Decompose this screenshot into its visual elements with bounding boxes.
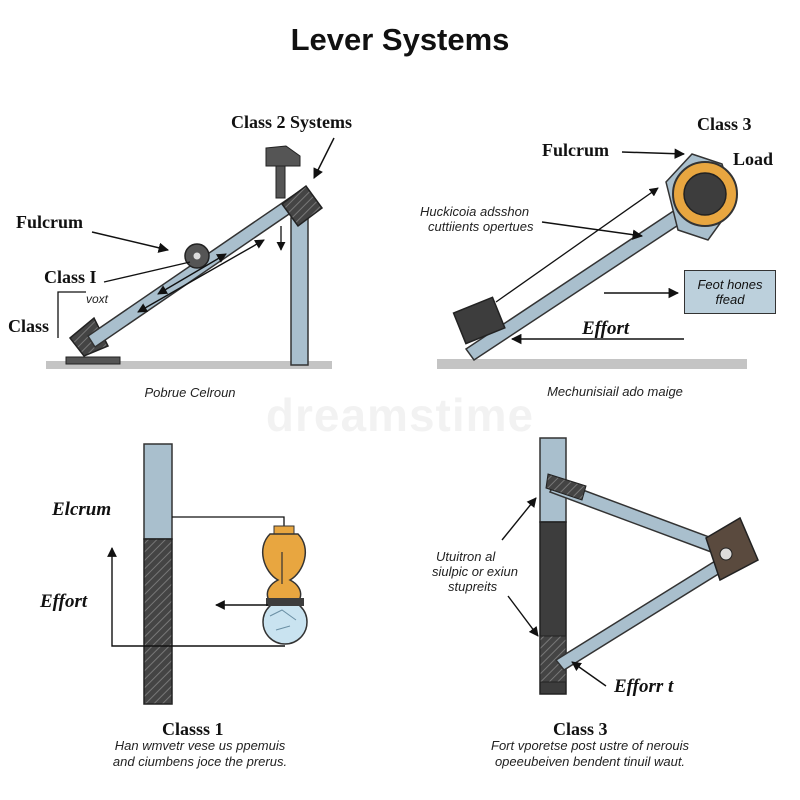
upper-hatch xyxy=(545,473,587,501)
effort-block xyxy=(280,184,324,228)
panel2-caption: Mechunisiail ado maige xyxy=(547,384,683,399)
note-line-2: cuttiients opertues xyxy=(428,219,534,234)
pivot-pin xyxy=(193,252,201,260)
class1-label: Class I xyxy=(44,267,97,287)
ground-platform xyxy=(437,359,747,369)
note-line-1: Utuitron al xyxy=(436,549,496,564)
load-distance-arrow xyxy=(157,253,227,295)
fulcrum-label: Fulcrum xyxy=(16,212,83,232)
load-label: Load xyxy=(733,149,774,169)
fulcrum-arrow xyxy=(621,148,686,159)
effort-label: Effort xyxy=(40,591,88,612)
watermark: dreamstime xyxy=(265,389,535,441)
elcrum-label: Elcrum xyxy=(52,499,112,520)
panel-bottom-left-diagram xyxy=(107,443,308,705)
return-arrow xyxy=(107,547,285,647)
upper-arrow xyxy=(501,497,537,541)
panel-top-right-diagram xyxy=(437,148,747,369)
note-line-2: siulpic or exiun xyxy=(432,564,518,579)
panel3-caption-line-2: and ciumbens joce the prerus. xyxy=(112,754,288,769)
bulb-body xyxy=(261,533,307,609)
connector-line xyxy=(172,516,285,528)
note-line-1: Huckicoia adsshon xyxy=(420,204,530,219)
note-line-3: stupreits xyxy=(448,579,498,594)
glass-ball xyxy=(262,599,308,645)
support-post xyxy=(290,217,309,366)
pivot-pin xyxy=(719,547,733,561)
note-arrow xyxy=(541,221,644,240)
fulcrum-arrow xyxy=(91,231,170,253)
panel-top-left-diagram xyxy=(46,137,335,369)
panel4-caption-line-1: Fort vporetse post ustre of nerouis xyxy=(491,738,689,753)
lower-bar xyxy=(143,538,173,705)
class2-arrow xyxy=(313,137,335,179)
base-plate xyxy=(65,356,121,365)
ground-platform xyxy=(46,361,332,369)
fulcrum-label: Fulcrum xyxy=(542,140,609,160)
box-line-1: Feot hones xyxy=(697,277,763,292)
effort-label: Efforr t xyxy=(614,676,674,697)
panel-bottom-right-diagram xyxy=(501,437,759,695)
glass-highlight xyxy=(269,609,297,631)
clamp-head xyxy=(265,145,301,167)
diagonal-arrow xyxy=(495,187,659,303)
bulb-cap xyxy=(273,525,295,535)
load-core xyxy=(683,172,727,216)
class1-heading: Classs 1 xyxy=(162,719,224,739)
panel4-caption-line-2: opeeubeiven bendent tinuil waut. xyxy=(494,754,686,769)
lower-link xyxy=(554,557,730,671)
glass-collar xyxy=(266,598,304,606)
class3-heading: Class 3 xyxy=(553,719,608,739)
page-title: Lever Systems xyxy=(290,22,510,57)
small-label: voxt xyxy=(86,292,109,306)
class-label: Class xyxy=(8,316,50,336)
pivot-block xyxy=(705,516,759,582)
panel3-caption-line-1: Han wmvetr vese us ppemuis xyxy=(114,738,286,753)
panel1-caption: Pobrue Celroun xyxy=(144,385,236,400)
effort-label: Effort xyxy=(582,318,630,339)
lower-arrow xyxy=(507,595,539,637)
effort-arrow xyxy=(571,661,607,687)
upper-bar xyxy=(143,443,173,540)
box-line-2: ffead xyxy=(715,292,745,307)
effort-block xyxy=(452,296,506,345)
class3-heading: Class 3 xyxy=(697,114,752,134)
class-bracket xyxy=(57,291,86,338)
class2-heading: Class 2 Systems xyxy=(231,112,353,132)
callout-box: Feot hones ffead xyxy=(684,270,776,314)
